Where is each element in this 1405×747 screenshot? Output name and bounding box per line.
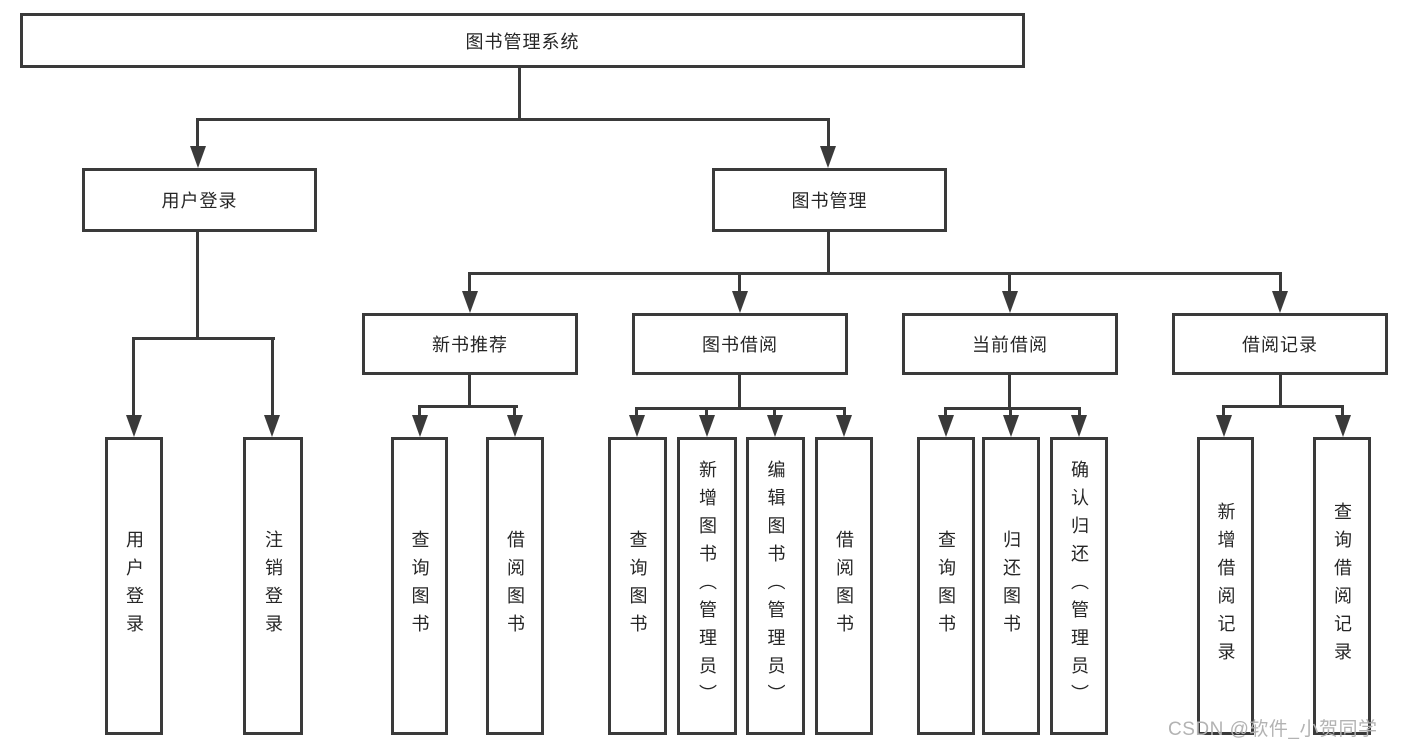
node-book-management: 图书管理 [712,168,947,232]
node-borrow-add-books-admin: 新增图书（管理员） [677,437,737,735]
connector [1078,407,1081,417]
node-current-return-books: 归还图书 [982,437,1040,735]
connector [635,407,846,410]
arrow-down-icon [699,415,715,437]
connector [738,373,741,409]
arrow-down-icon [1335,415,1351,437]
connector [1009,407,1012,417]
arrow-down-icon [820,146,836,168]
connector [635,407,638,417]
node-book-borrowing: 图书借阅 [632,313,848,375]
arrow-down-icon [836,415,852,437]
node-new-book-recommendation: 新书推荐 [362,313,578,375]
connector [944,407,1081,410]
arrow-down-icon [462,291,478,313]
connector [196,232,199,340]
arrow-down-icon [629,415,645,437]
connector [418,405,518,408]
arrow-down-icon [412,415,428,437]
connector [418,405,421,417]
connector [1279,272,1282,293]
node-library-system: 图书管理系统 [20,13,1025,68]
arrow-down-icon [126,415,142,437]
node-records-add-borrow-record: 新增借阅记录 [1197,437,1254,735]
connector [132,337,135,417]
node-user-login: 用户登录 [82,168,317,232]
connector [827,232,830,275]
node-records-query-borrow-record: 查询借阅记录 [1313,437,1371,735]
connector [1222,405,1344,408]
connector [944,407,947,417]
connector [468,373,471,407]
connector [1279,373,1282,407]
node-newbooks-borrow-books: 借阅图书 [486,437,544,735]
node-logout-leaf: 注销登录 [243,437,303,735]
node-current-query-books: 查询图书 [917,437,975,735]
connector [468,272,471,293]
arrow-down-icon [1216,415,1232,437]
connector [738,272,741,293]
node-borrow-query-books: 查询图书 [608,437,667,735]
connector [1008,373,1011,409]
node-borrow-edit-books-admin: 编辑图书（管理员） [746,437,805,735]
connector [705,407,708,417]
arrow-down-icon [1272,291,1288,313]
arrow-down-icon [767,415,783,437]
connector [196,118,830,121]
arrow-down-icon [507,415,523,437]
connector [1341,405,1344,417]
arrow-down-icon [1002,291,1018,313]
connector [518,68,521,120]
node-borrow-borrow-books: 借阅图书 [815,437,873,735]
node-current-borrowing: 当前借阅 [902,313,1118,375]
connector [1008,272,1011,293]
arrow-down-icon [1003,415,1019,437]
watermark: CSDN @软件_小贺同学 [1168,719,1378,740]
node-current-confirm-return-admin: 确认归还（管理员） [1050,437,1108,735]
connector [513,405,516,417]
node-borrowing-records: 借阅记录 [1172,313,1388,375]
connector [132,337,275,340]
arrow-down-icon [1071,415,1087,437]
connector [827,118,830,148]
arrow-down-icon [938,415,954,437]
connector [1222,405,1225,417]
connector [196,118,199,148]
connector [773,407,776,417]
arrow-down-icon [190,146,206,168]
connector [271,337,274,417]
arrow-down-icon [732,291,748,313]
connector [843,407,846,417]
node-newbooks-query-books: 查询图书 [391,437,448,735]
arrow-down-icon [264,415,280,437]
connector [468,272,1282,275]
node-user-login-leaf: 用户登录 [105,437,163,735]
